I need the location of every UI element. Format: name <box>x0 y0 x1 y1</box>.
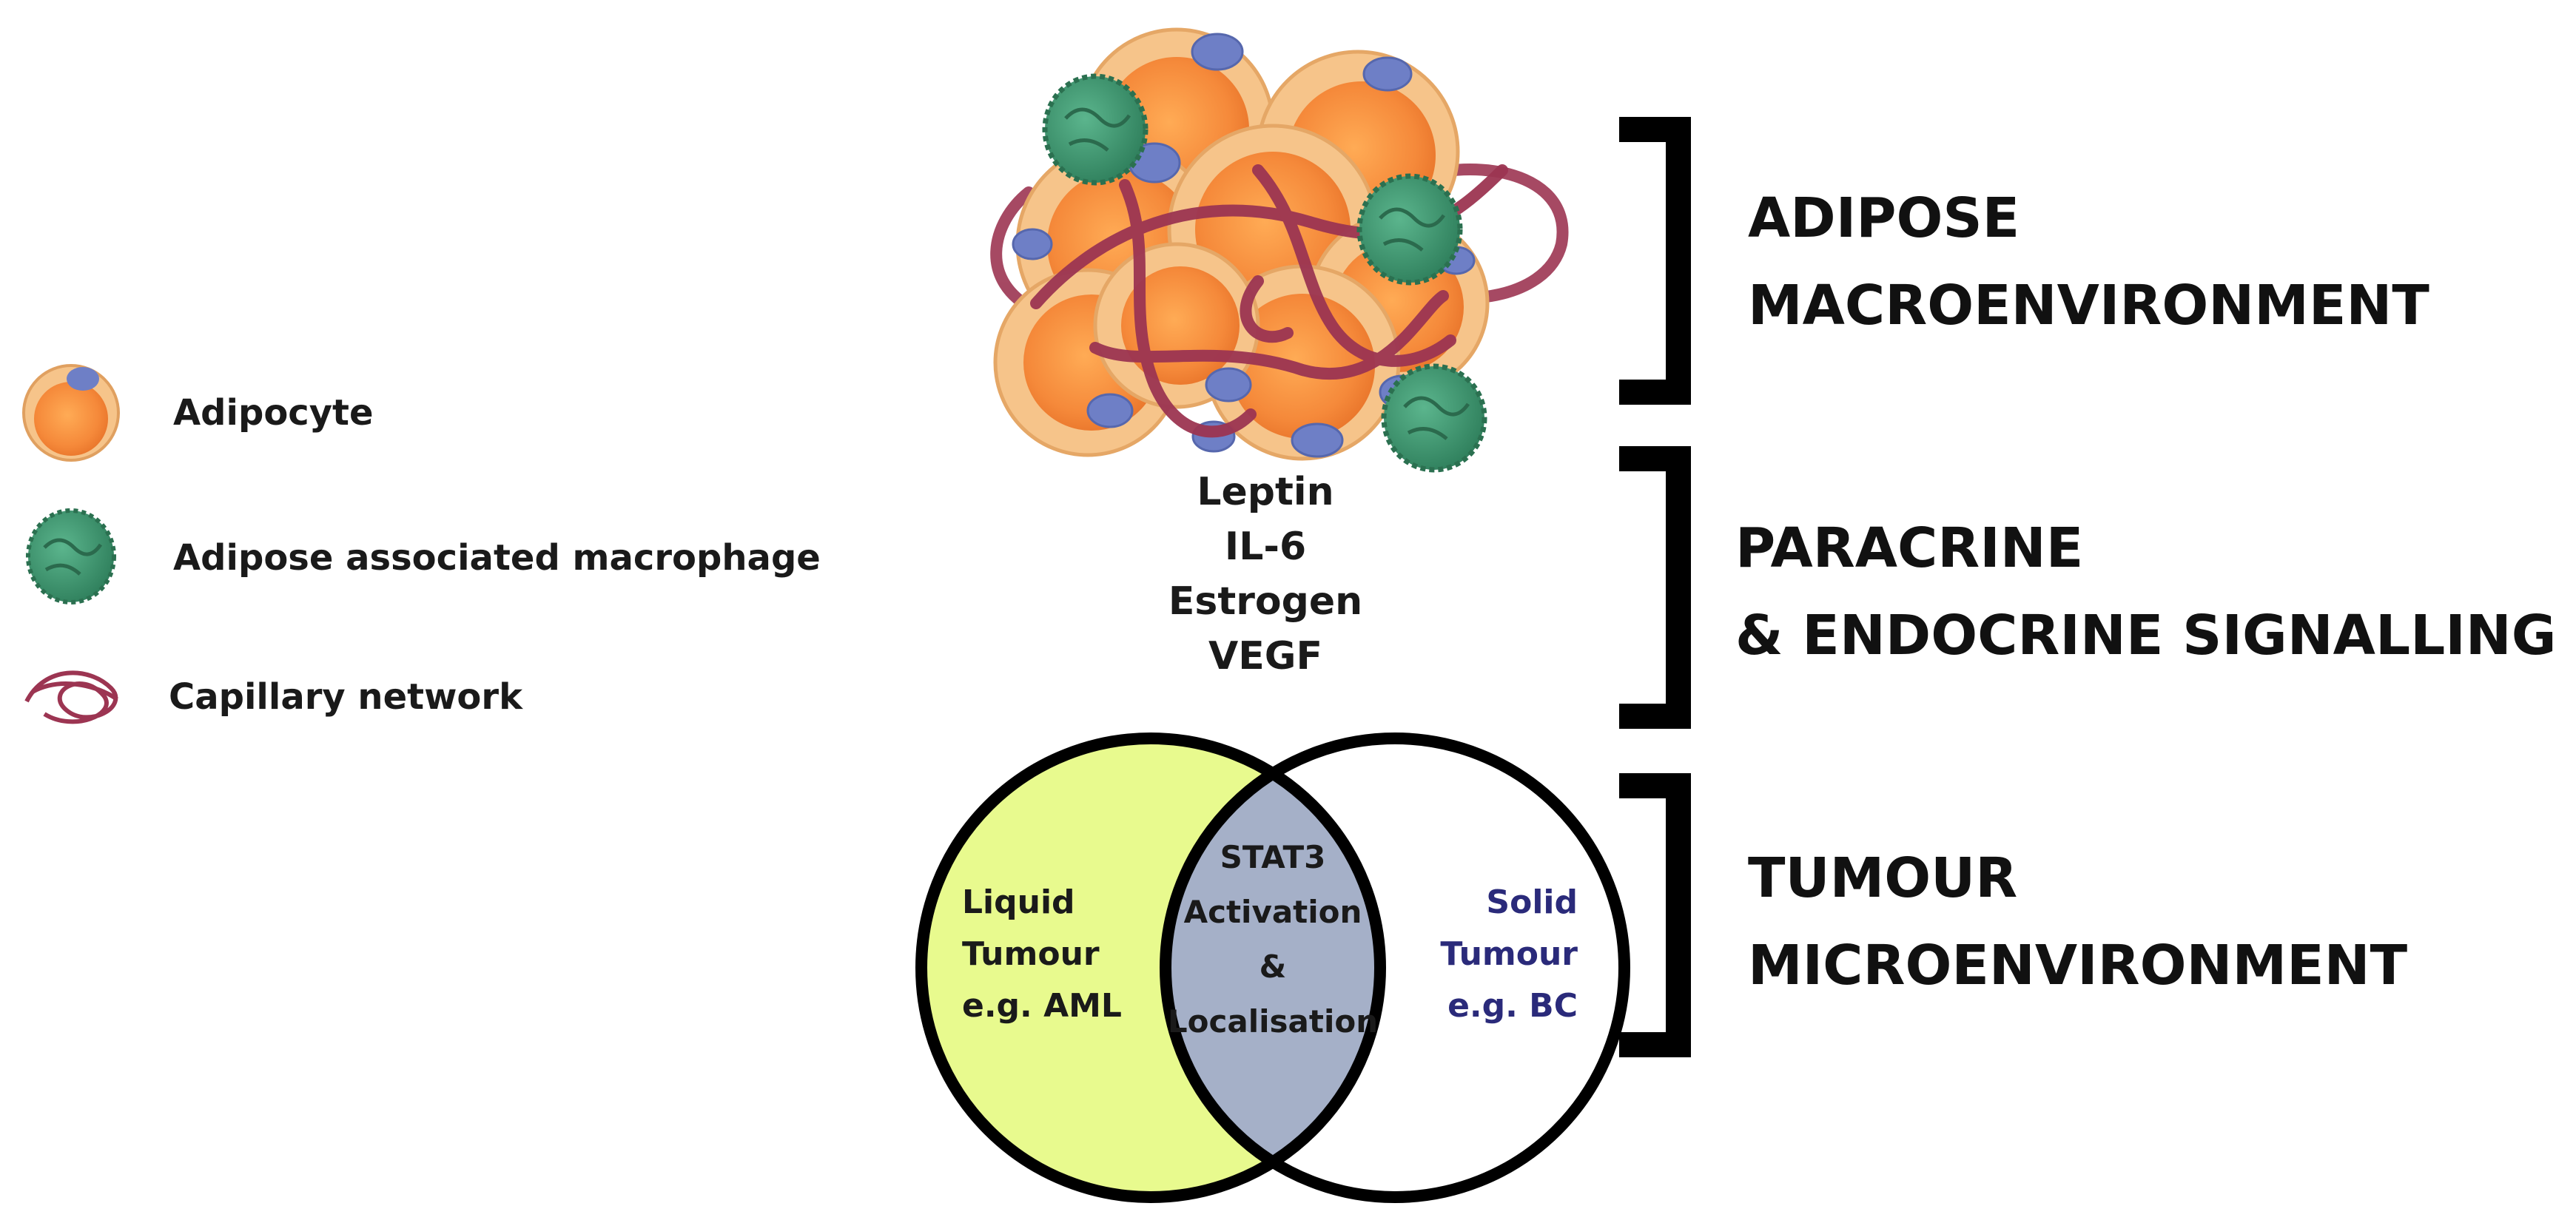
legend-label-macrophage: Adipose associated macrophage <box>173 537 821 579</box>
venn-left-label: Liquid Tumour e.g. AML <box>962 877 1122 1032</box>
venn-left-line1: Liquid <box>962 883 1075 921</box>
adipocyte-icon <box>22 364 120 462</box>
section-tumour-line2: MICROENVIRONMENT <box>1748 934 2408 997</box>
bracket-tumour <box>1619 773 1691 1057</box>
venn-right-line2: Tumour <box>1440 935 1578 973</box>
venn-diagram <box>915 732 1630 1203</box>
legend-label-adipocyte: Adipocyte <box>173 392 374 434</box>
bracket-paracrine <box>1619 446 1691 729</box>
signal-vegf: VEGF <box>1208 634 1322 678</box>
section-label-paracrine: PARACRINE & ENDOCRINE SIGNALLING <box>1735 505 2556 679</box>
venn-center-line1: STAT3 <box>1220 839 1326 875</box>
venn-center-label: STAT3 Activation & Localisation <box>1154 830 1391 1049</box>
nuclei <box>1012 33 1476 458</box>
venn-left-line2: Tumour <box>962 935 1100 973</box>
bracket-adipose <box>1619 117 1691 405</box>
venn-left-line3: e.g. AML <box>962 987 1122 1025</box>
venn-right-label: Solid Tumour e.g. BC <box>1413 877 1578 1032</box>
section-label-adipose: ADIPOSE MACROENVIRONMENT <box>1748 175 2429 349</box>
section-paracrine-line1: PARACRINE <box>1735 516 2084 580</box>
section-label-tumour: TUMOUR MICROENVIRONMENT <box>1748 835 2407 1009</box>
venn-center-line2: Activation <box>1183 894 1362 930</box>
venn-right-line1: Solid <box>1486 883 1578 921</box>
venn-center-line4: Localisation <box>1167 1003 1379 1040</box>
venn-overlap <box>1166 738 1380 1197</box>
signal-estrogen: Estrogen <box>1168 579 1363 624</box>
macrophage-cells <box>1042 73 1487 473</box>
adipose-cluster <box>990 27 1569 473</box>
section-tumour-line1: TUMOUR <box>1748 846 2018 910</box>
capillary-icon <box>24 670 118 724</box>
section-adipose-line2: MACROENVIRONMENT <box>1748 274 2429 337</box>
legend-label-capillary: Capillary network <box>169 676 522 718</box>
venn-right-line3: e.g. BC <box>1447 987 1578 1025</box>
section-adipose-line1: ADIPOSE <box>1748 186 2020 250</box>
signal-il6: IL-6 <box>1224 525 1307 569</box>
signal-leptin: Leptin <box>1197 470 1334 514</box>
section-paracrine-line2: & ENDOCRINE SIGNALLING <box>1735 604 2557 667</box>
signal-molecule-list: Leptin IL-6 Estrogen VEGF <box>1132 465 1399 684</box>
venn-center-line3: & <box>1259 949 1287 985</box>
macrophage-icon <box>26 508 116 604</box>
